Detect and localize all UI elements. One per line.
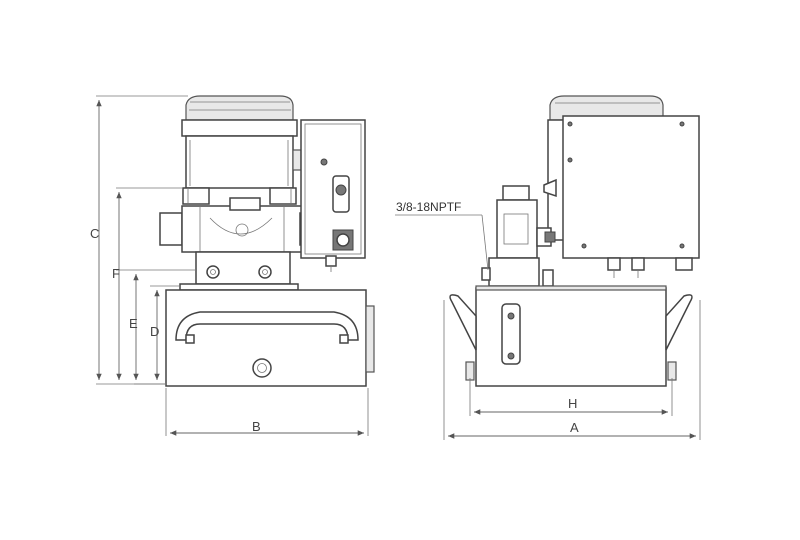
dim-label-h: H [568,396,577,411]
side-view [449,95,700,387]
reservoir-tank [165,289,375,387]
front-dimensions [96,95,369,436]
dim-label-f: F [112,266,120,281]
side-dimensions [443,300,701,440]
reservoir-tank-side [449,285,693,387]
port-label: 3/8-18NPTF [396,200,461,214]
valve-side [481,185,556,287]
valve-block [159,197,317,291]
control-box [300,119,366,272]
dim-label-d: D [150,324,159,339]
dim-label-b: B [252,419,261,434]
dim-label-c: C [90,226,99,241]
fitting-pair [182,187,297,205]
port-callout [395,214,489,271]
motor-side [543,95,664,241]
dim-label-a: A [570,420,579,435]
front-view [159,95,375,387]
control-box-side [562,115,700,278]
dim-label-e: E [129,316,138,331]
motor [181,95,302,189]
